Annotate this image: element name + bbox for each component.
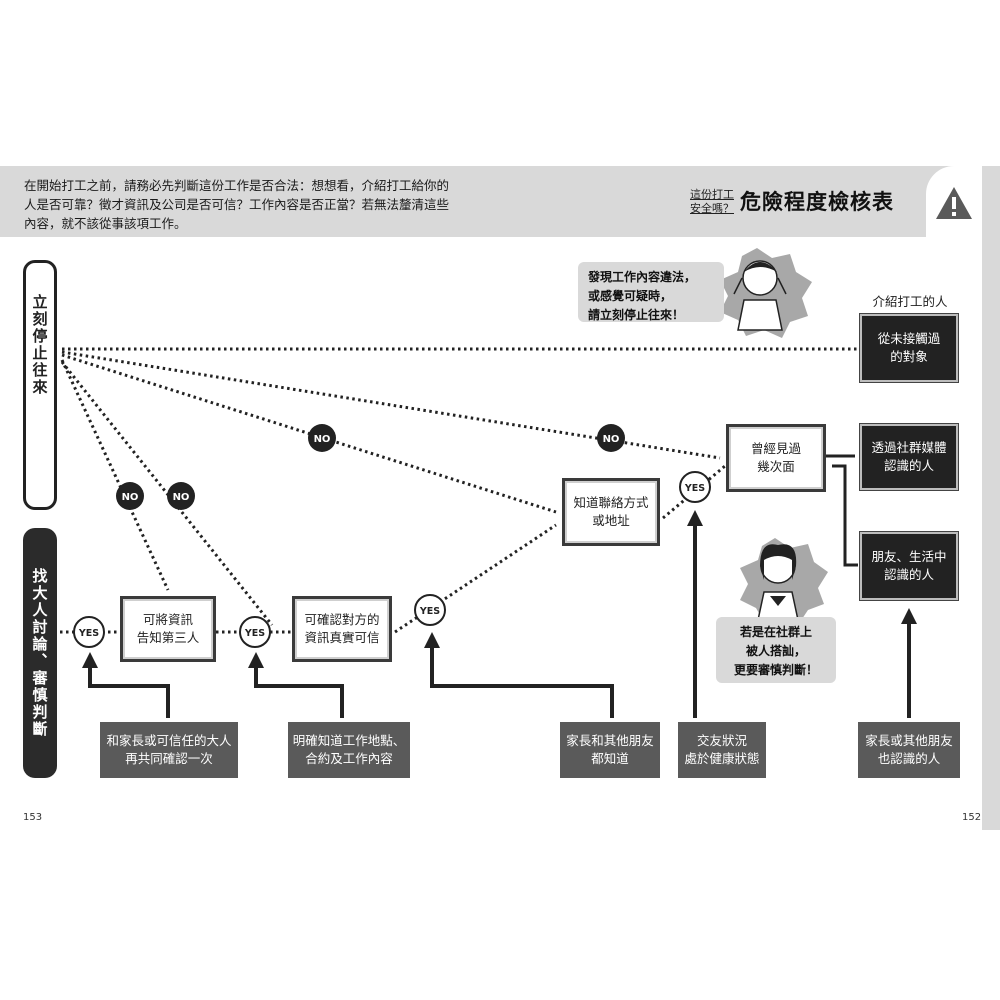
stop-callout: 發現工作內容違法， 或感覺可疑時， 請立刻停止往來！ [578,262,724,322]
condition-parents-know: 家長和其他朋友 都知道 [560,722,660,778]
page-number-left: 153 [23,812,43,823]
condition-arrows [88,520,911,718]
page-title: 危險程度檢核表 [740,190,894,214]
condition-know-workplace: 明確知道工作地點、 合約及工作內容 [288,722,410,778]
worried-boy-illustration [720,248,812,338]
header-band [0,166,982,237]
ask-adult-label: 找大人討論、審慎判斷 [30,568,49,738]
intro-text: 在開始打工之前，請務必先判斷這份工作是否合法：想想看，介紹打工給你的人是否可靠？… [24,178,450,231]
condition-parents-recognize: 家長或其他朋友 也認識的人 [858,722,960,778]
introducer-heading: 介紹打工的人 [872,294,948,309]
introducer-friends: 朋友、生活中 認識的人 [859,531,959,601]
box-verify-info: 可確認對方的 資訊真實可信 [292,596,392,662]
condition-healthy-friendship: 交友狀況 處於健康狀態 [678,722,766,778]
ask-adult-label-box: 找大人討論、審慎判斷 [23,528,57,778]
stop-label: 立刻停止往來 [30,294,49,396]
box-know-contact: 知道聯絡方式 或地址 [562,478,660,546]
box-met-several-times: 曾經見過 幾次面 [726,424,826,492]
worried-girl-illustration [740,538,828,622]
subtitle: 這份打工 安全嗎？ [690,188,734,215]
warning-tab [926,166,982,240]
page-edge-strip [982,166,1000,830]
box-tell-third-party: 可將資訊 告知第三人 [120,596,216,662]
condition-confirm-with-adult: 和家長或可信任的大人 再共同確認一次 [100,722,238,778]
introducer-never-contacted: 從未接觸過 的對象 [859,313,959,383]
arrow-heads [82,510,917,668]
stop-label-box: 立刻停止往來 [23,260,57,510]
page-number-right: 152 [962,812,982,823]
social-caution-callout: 若是在社群上 被人搭訕， 更要審慎判斷！ [716,617,836,683]
warning-triangle-icon [936,187,972,219]
introducer-brackets [826,454,858,567]
introducer-social-media: 透過社群媒體 認識的人 [859,423,959,491]
